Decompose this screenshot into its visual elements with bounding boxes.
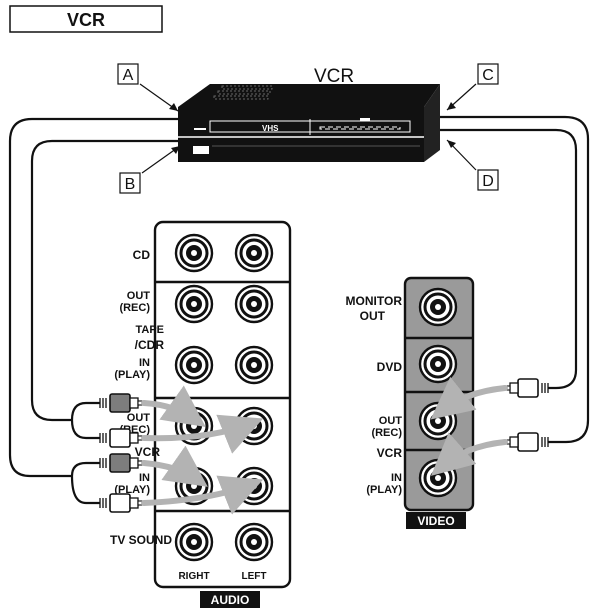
plug-vcr-in-left xyxy=(99,493,145,513)
callout-d: D xyxy=(446,139,499,191)
label-right: RIGHT xyxy=(178,571,209,582)
label-monitor-out: OUT xyxy=(360,309,386,323)
vcr-device-label: VCR xyxy=(314,66,354,87)
cable-b xyxy=(30,139,178,422)
vhs-logo: VHS xyxy=(262,124,279,133)
plug-video-vcr-in xyxy=(503,432,549,452)
arrow-video-vcr-out xyxy=(430,376,508,420)
label-video-vcr-in-2: (PLAY) xyxy=(366,484,402,496)
cable-c xyxy=(440,115,590,444)
jack-video-monitor-out xyxy=(418,287,458,327)
label-video-vcr-in-1: IN xyxy=(391,472,402,484)
label-video-vcr: VCR xyxy=(377,446,403,460)
label-tape-in-1: IN xyxy=(139,357,150,369)
callout-c: C xyxy=(446,63,499,111)
plug-vcr-out-right xyxy=(99,393,145,413)
video-jacks xyxy=(418,287,458,498)
rca-plugs xyxy=(99,378,549,513)
jack-cd-right xyxy=(174,233,214,273)
plug-vcr-in-right xyxy=(99,453,145,473)
callout-d-letter: D xyxy=(482,173,494,190)
label-vcr: VCR xyxy=(135,445,161,459)
jack-tape-in-left xyxy=(234,345,274,385)
cable-a-fork-bottom xyxy=(70,475,100,505)
label-vcr-in-2: (PLAY) xyxy=(114,484,150,496)
cable-d xyxy=(440,128,578,390)
label-tape-out-2: (REC) xyxy=(119,302,150,314)
label-left: LEFT xyxy=(242,571,267,582)
video-labels: MONITOR OUT DVD OUT (REC) VCR IN (PLAY) xyxy=(346,294,403,496)
cable-a-fork-top xyxy=(70,461,100,477)
callout-b-letter: B xyxy=(125,176,136,193)
arrow-audio-vcr-out-right xyxy=(141,385,206,427)
jack-video-vcr-out xyxy=(418,401,458,441)
jack-tape-in-right xyxy=(174,345,214,385)
insertion-arrows xyxy=(141,376,508,515)
label-tape-in-2: (PLAY) xyxy=(114,369,150,381)
cables xyxy=(8,115,590,505)
label-tv-sound: TV SOUND xyxy=(110,533,172,547)
video-footer-label: VIDEO xyxy=(417,514,454,528)
cable-b-fork-bottom xyxy=(70,419,100,440)
callout-a-letter: A xyxy=(123,67,134,84)
arrow-audio-vcr-in-right xyxy=(141,445,208,487)
label-cd: CD xyxy=(133,248,151,262)
section-title-box: VCR xyxy=(9,5,163,33)
jack-tape-out-right xyxy=(174,284,214,324)
jack-cd-left xyxy=(234,233,274,273)
video-footer-tab: VIDEO xyxy=(406,512,466,529)
label-dvd: DVD xyxy=(377,360,403,374)
cable-b-fork-top xyxy=(70,401,100,421)
arrow-video-vcr-in xyxy=(430,432,508,476)
label-vcr-out-1: OUT xyxy=(127,412,151,424)
jack-video-vcr-in xyxy=(418,458,458,498)
audio-footer-label: AUDIO xyxy=(211,593,250,607)
jack-tape-out-left xyxy=(234,284,274,324)
label-tape-1: TAPE xyxy=(135,324,164,336)
section-title: VCR xyxy=(67,10,105,30)
vcr-unit: VCR VHS xyxy=(178,66,440,162)
audio-panel: CD OUT (REC) TAPE /CDR IN (PLAY) OUT (RE… xyxy=(110,220,292,608)
audio-footer-tab: AUDIO xyxy=(200,591,260,608)
cable-a xyxy=(8,117,178,478)
label-video-vcr-out-2: (REC) xyxy=(371,427,402,439)
label-tape-out-1: OUT xyxy=(127,290,151,302)
vent-grille xyxy=(213,85,273,100)
plug-video-vcr-out xyxy=(503,378,549,398)
jack-tv-sound-left xyxy=(234,522,274,562)
label-tape-2: /CDR xyxy=(135,338,165,352)
arrow-audio-vcr-in-left xyxy=(141,475,264,515)
front-display xyxy=(309,118,401,135)
label-vcr-in-1: IN xyxy=(139,472,150,484)
jack-video-dvd xyxy=(418,344,458,384)
callout-a: A xyxy=(117,63,179,112)
callout-c-letter: C xyxy=(482,67,494,84)
label-monitor: MONITOR xyxy=(346,294,403,308)
callout-b: B xyxy=(119,145,181,194)
jack-tv-sound-right xyxy=(174,522,214,562)
label-video-vcr-out-1: OUT xyxy=(379,415,403,427)
arrow-audio-vcr-out-left xyxy=(141,414,264,454)
